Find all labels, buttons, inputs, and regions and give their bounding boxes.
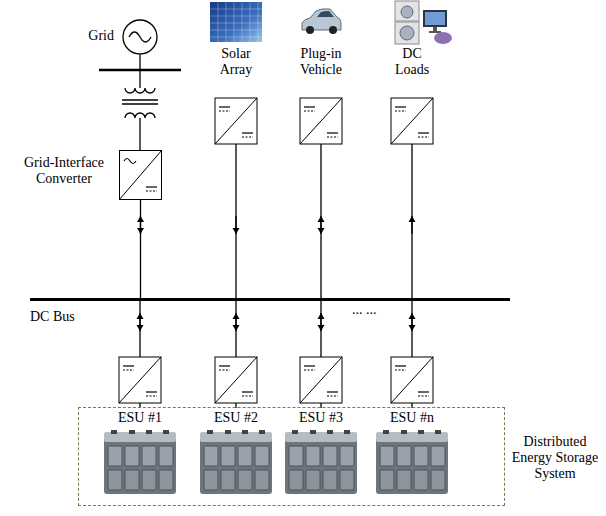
node-label: Plug-in Vehicle — [292, 46, 350, 78]
arrow-head — [137, 313, 144, 319]
battery-icon — [104, 430, 176, 494]
arrow-head — [233, 313, 240, 319]
node-label: ESU #n — [390, 410, 434, 426]
dcdc-converter — [215, 98, 257, 144]
arrow-head — [318, 228, 325, 234]
transformer-symbol — [122, 88, 158, 118]
arrow-head — [233, 228, 240, 234]
converter-box: Grid-Interface Converter — [119, 150, 162, 200]
ac-busbar — [99, 69, 181, 72]
energy-storage-unit: ESU #3 — [281, 408, 361, 502]
node-label: Distributed Energy Storage System — [508, 434, 602, 482]
node-label: Grid — [88, 28, 114, 44]
node-label: DC Loads — [390, 46, 434, 78]
arrow-head — [137, 325, 144, 331]
dcdc-converter — [119, 357, 161, 403]
energy-storage-unit: ESU #n — [372, 408, 452, 502]
dc-loads-icon — [395, 1, 452, 44]
grid-source: Grid — [122, 19, 158, 55]
energy-storage-unit: ESU #2 — [196, 408, 276, 502]
plug-in-vehicle: Plug-in Vehicle — [286, 0, 356, 98]
arrow-head — [318, 325, 325, 331]
dcdc-converter — [215, 357, 257, 403]
arrow-head — [409, 325, 416, 331]
arrow-head — [409, 216, 416, 222]
arrow-head — [137, 228, 144, 234]
solar-panel-icon — [210, 2, 262, 42]
dc-loads: DC Loads — [367, 0, 457, 98]
power-flow — [137, 200, 144, 298]
node-label: DC Bus — [30, 309, 75, 325]
sine-symbol — [129, 32, 151, 42]
arrow-head — [137, 216, 144, 222]
dcdc-converter — [391, 98, 433, 144]
source-circle-outline — [123, 20, 157, 54]
ellipsis-label: ... ... — [352, 302, 377, 318]
dcdc-converter — [300, 98, 342, 144]
node-label: ESU #1 — [118, 410, 162, 426]
connector-line — [140, 200, 141, 298]
arrow-head — [318, 216, 325, 222]
vehicle-icon — [302, 9, 341, 34]
dc-bus: DC Bus — [30, 298, 510, 301]
arrow-head — [318, 313, 325, 319]
battery-icon — [200, 430, 272, 494]
node-label: ESU #3 — [299, 410, 343, 426]
battery-icon — [376, 430, 448, 494]
arrow-head — [409, 313, 416, 319]
dcdc-converter — [391, 357, 433, 403]
node-label: Grid-Interface Converter — [12, 155, 116, 187]
arrow-head — [233, 325, 240, 331]
node-label: Solar Array — [210, 46, 262, 78]
solar-array: Solar Array — [201, 0, 271, 98]
source-circle — [122, 19, 158, 55]
node-label: ESU #2 — [214, 410, 258, 426]
dcdc-converter — [300, 357, 342, 403]
ac-dc-symbol — [119, 150, 162, 200]
energy-storage-unit: ESU #1 — [100, 408, 180, 502]
battery-icon — [285, 430, 357, 494]
storage-group: Distributed Energy Storage SystemESU #1E… — [78, 407, 505, 506]
